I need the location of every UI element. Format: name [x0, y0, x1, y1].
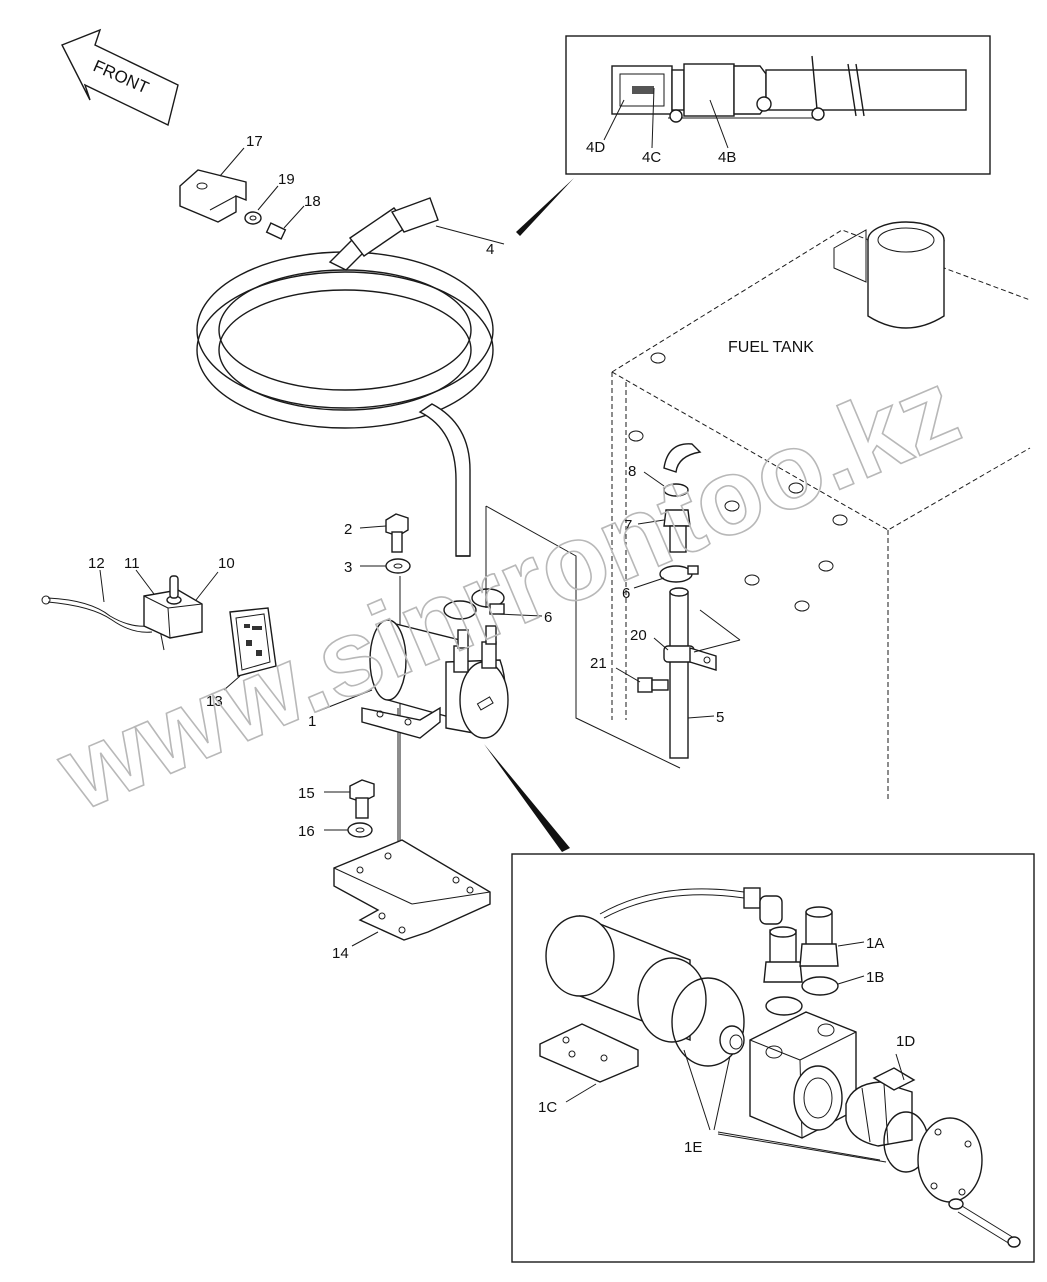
callout-5: 5: [716, 709, 724, 726]
watermark-text: www.sinrrontoo.kz: [41, 346, 975, 834]
callout-16: 16: [298, 823, 315, 840]
callout-4c: 4C: [642, 149, 661, 166]
callout-4d: 4D: [586, 139, 605, 156]
fuel-tank-label: FUEL TANK: [728, 339, 814, 356]
hose-clamp-6-right: 6: [622, 565, 699, 602]
callout-14: 14: [332, 945, 349, 962]
hose-clamps-6-left: 6: [443, 588, 552, 626]
bracket-14: 14: [332, 839, 491, 962]
pointer-to-detail-1: [484, 744, 570, 852]
callout-12: 12: [88, 555, 105, 572]
callout-13: 13: [206, 693, 223, 710]
switch-10: 10: [195, 555, 235, 601]
callout-6-left: 6: [544, 609, 552, 626]
callout-18: 18: [304, 193, 321, 210]
callout-8: 8: [628, 463, 636, 480]
wire-harness-12: 12: [41, 555, 165, 651]
callout-2: 2: [344, 521, 352, 538]
callout-4b: 4B: [718, 149, 736, 166]
front-arrow: FRONT: [61, 28, 179, 127]
callout-3: 3: [344, 559, 352, 576]
pump-1: 1: [308, 619, 509, 739]
callout-7: 7: [624, 517, 632, 534]
pointer-to-detail-4: [516, 178, 574, 236]
washer-16: 16: [298, 822, 373, 840]
callout-1d: 1D: [896, 1033, 915, 1050]
bracket-17: 17: [179, 133, 263, 223]
callout-15: 15: [298, 785, 315, 802]
detail-box-4: 4D 4C 4B: [565, 35, 991, 175]
clip-20: 20: [630, 627, 717, 671]
screw-18: 18: [265, 193, 321, 240]
bolt-15: 15: [298, 779, 375, 819]
fitting-7: 7: [624, 509, 691, 553]
callout-17: 17: [246, 133, 263, 150]
plate-13: 13: [206, 607, 277, 710]
callout-1b: 1B: [866, 969, 884, 986]
o-ring-8: 8: [628, 463, 689, 497]
callout-1c: 1C: [538, 1099, 557, 1116]
callout-10: 10: [218, 555, 235, 572]
switch-11: 11: [124, 555, 203, 639]
callout-11: 11: [124, 555, 140, 572]
callout-21: 21: [590, 655, 607, 672]
bolt-2: 2: [344, 513, 409, 553]
detail-box-1: 1C 1A 1B 1D: [511, 853, 1035, 1263]
callout-1e: 1E: [684, 1139, 702, 1156]
callout-1: 1: [308, 713, 316, 730]
callout-20: 20: [630, 627, 647, 644]
tube-5: 5: [669, 587, 724, 759]
bolt-21: 21: [590, 655, 669, 693]
fuel-tank: FUEL TANK: [611, 221, 1031, 800]
hose-coil-4: 4: [196, 197, 505, 557]
callout-4: 4: [486, 241, 494, 258]
washer-19: 19: [244, 171, 295, 225]
washer-3: 3: [344, 558, 411, 576]
callout-19: 19: [278, 171, 295, 188]
callout-1a: 1A: [866, 935, 884, 952]
callout-6-right: 6: [622, 585, 630, 602]
